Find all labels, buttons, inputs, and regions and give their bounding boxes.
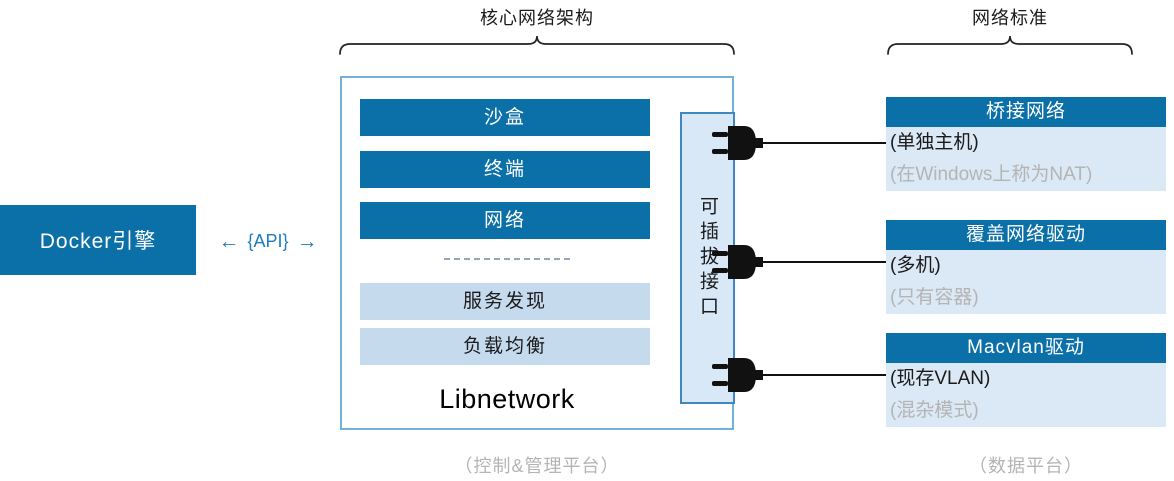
driver-group-overlay: 覆盖网络驱动 (多机) (只有容器) <box>886 220 1166 314</box>
pluggable-interface-box: 可插拔接口 <box>680 112 735 404</box>
pluggable-interface-label: 可插拔接口 <box>697 195 718 321</box>
control-plane-caption: （控制&管理平台） <box>454 456 620 476</box>
endpoint-bar: 终端 <box>360 151 650 188</box>
service-discovery-bar: 服务发现 <box>360 283 650 320</box>
docker-engine-box: Docker引擎 <box>0 205 196 275</box>
load-balancing-bar: 负载均衡 <box>360 328 650 365</box>
core-architecture-brace-icon <box>339 36 735 55</box>
plug-connector-bridge-icon <box>712 126 888 160</box>
macvlan-driver-line-2: (混杂模式) <box>886 395 1166 427</box>
overlay-driver-line-2: (只有容器) <box>886 282 1166 314</box>
bridge-network-line-1: (单独主机) <box>886 127 1166 159</box>
overlay-driver-line-1: (多机) <box>886 250 1166 282</box>
libnetwork-container: 沙盒 终端 网络 服务发现 负载均衡 Libnetwork <box>340 76 734 430</box>
network-bar: 网络 <box>360 202 650 239</box>
api-label: {API} <box>247 230 289 251</box>
macvlan-driver-header: Macvlan驱动 <box>886 333 1166 363</box>
bridge-network-line-2: (在Windows上称为NAT) <box>886 159 1166 191</box>
dashed-separator <box>444 258 570 260</box>
sandbox-bar: 沙盒 <box>360 99 650 136</box>
api-connector: ← {API} → <box>198 226 338 256</box>
driver-group-bridge: 桥接网络 (单独主机) (在Windows上称为NAT) <box>886 97 1166 191</box>
plug-connector-macvlan-icon <box>712 358 888 392</box>
core-architecture-label: 核心网络架构 <box>480 8 594 28</box>
network-standards-label: 网络标准 <box>972 8 1048 28</box>
libnetwork-title: Libnetwork <box>439 384 575 414</box>
data-plane-caption: （数据平台） <box>969 456 1083 476</box>
bridge-network-header: 桥接网络 <box>886 97 1166 127</box>
network-standards-brace-icon <box>887 36 1133 55</box>
docker-engine-label: Docker引擎 <box>39 230 157 253</box>
arrow-right-icon: → <box>296 229 318 253</box>
arrow-left-icon: ← <box>218 229 240 253</box>
driver-group-macvlan: Macvlan驱动 (现存VLAN) (混杂模式) <box>886 333 1166 427</box>
overlay-driver-header: 覆盖网络驱动 <box>886 220 1166 250</box>
macvlan-driver-line-1: (现存VLAN) <box>886 363 1166 395</box>
plug-connector-overlay-icon <box>712 245 888 279</box>
